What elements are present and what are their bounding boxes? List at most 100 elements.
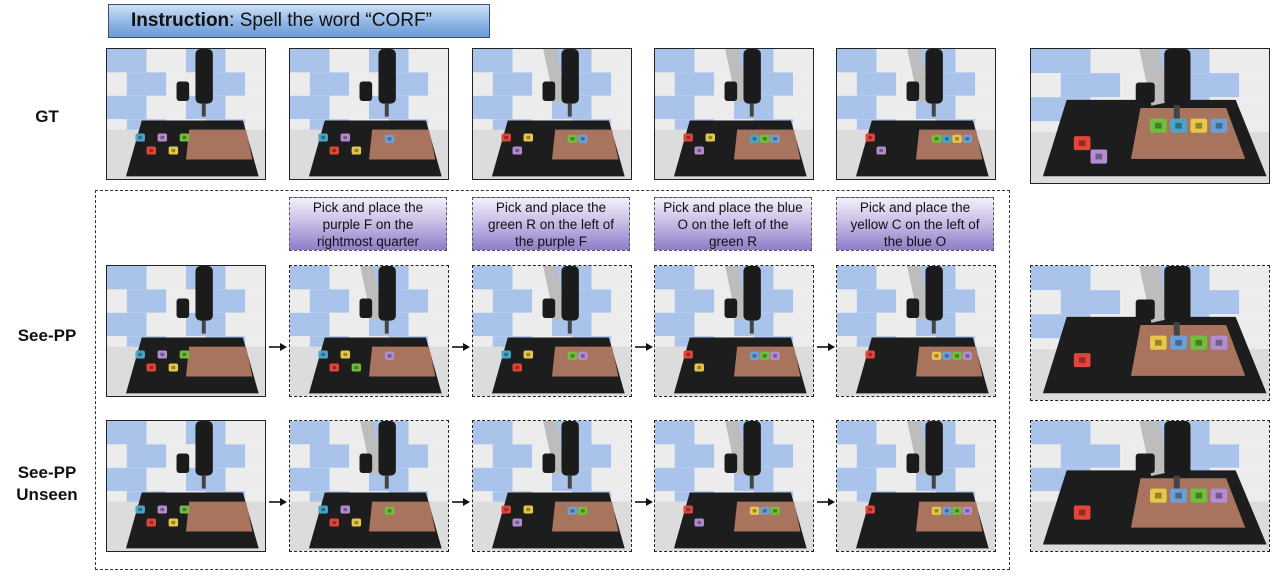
placed-letter [1190, 335, 1208, 350]
table-letter [318, 505, 328, 514]
placed-letter [952, 506, 962, 515]
board [734, 501, 801, 532]
board [916, 346, 983, 377]
placed-letter [760, 506, 770, 515]
table-letter [865, 505, 875, 514]
scene-panel-row2-step0 [106, 265, 266, 397]
table-letter [351, 146, 362, 155]
placed-letter [1190, 118, 1208, 133]
final-panel-see-pp [1030, 265, 1270, 401]
placed-letter [567, 134, 578, 143]
robot-arm [195, 266, 213, 321]
placed-letter [384, 506, 395, 515]
table-letter [876, 146, 886, 155]
table-letter [683, 350, 693, 359]
placed-letter [1170, 335, 1187, 350]
placed-letter [770, 506, 780, 515]
table-letter [168, 518, 179, 527]
placed-letter [952, 134, 962, 143]
scene-render [1031, 421, 1269, 551]
scene-panel-row3-step2 [472, 420, 632, 552]
row-label-line: Unseen [16, 485, 78, 504]
row-label-line: See-PP [17, 326, 77, 345]
scene-render [107, 49, 265, 179]
right-arrow-icon [452, 497, 470, 507]
scene-render [837, 421, 995, 551]
table-letter [179, 133, 190, 142]
robot-arm [743, 266, 761, 321]
table-letter [179, 505, 190, 514]
robot-arm [195, 421, 213, 476]
placed-letter [567, 506, 578, 515]
row-label-see-pp-unseen: See-PP Unseen [2, 462, 92, 506]
right-arrow-icon [269, 342, 287, 352]
step-caption-1: Pick and place the purple F on the right… [289, 197, 447, 251]
scene-render [473, 49, 631, 179]
table-letter [683, 505, 693, 514]
placed-letter [578, 351, 588, 360]
placed-letter [931, 506, 942, 515]
table-letter [1073, 136, 1091, 151]
table-letter [135, 350, 145, 359]
scene-render [1031, 49, 1269, 183]
board [1130, 107, 1246, 159]
table-letter [318, 133, 328, 142]
robot-arm [1164, 49, 1191, 106]
board [1130, 324, 1246, 376]
table-letter [329, 146, 339, 155]
table-letter [865, 133, 875, 142]
right-arrow-icon [452, 342, 470, 352]
scene-panel-row1-step3 [654, 48, 814, 180]
scene-panel-row3-step4 [836, 420, 996, 552]
placed-letter [749, 134, 760, 143]
table-letter [179, 350, 190, 359]
row-label-see-pp: See-PP [2, 325, 92, 347]
robot-arm [378, 49, 396, 104]
scene-panel-row3-step0 [106, 420, 266, 552]
scene-render [290, 421, 448, 551]
robot-arm [743, 421, 761, 476]
row-label-line: See-PP [17, 463, 77, 482]
right-arrow-icon [817, 497, 835, 507]
table-letter [512, 518, 522, 527]
board [1130, 478, 1246, 528]
table-letter [135, 133, 145, 142]
placed-letter [1150, 488, 1167, 503]
placed-letter [931, 134, 942, 143]
placed-letter [1170, 118, 1187, 133]
board [734, 346, 801, 377]
placed-letter [760, 134, 770, 143]
table-letter [351, 518, 362, 527]
robot-arm [1164, 266, 1191, 323]
placed-letter [962, 506, 973, 515]
model-output-region [95, 190, 1010, 570]
table-letter [351, 363, 362, 372]
table-letter [523, 350, 534, 359]
board [734, 129, 801, 160]
table-letter [168, 363, 179, 372]
table-letter [865, 350, 875, 359]
robot-arm [925, 421, 943, 476]
placed-letter [942, 134, 952, 143]
robot-arm [1164, 421, 1191, 476]
robot-arm [378, 266, 396, 321]
placed-letter [962, 351, 973, 360]
robot-arm [925, 49, 943, 104]
board [369, 129, 436, 160]
table-letter [501, 505, 511, 514]
placed-letter [1210, 335, 1228, 350]
table-letter [1073, 505, 1091, 520]
placed-letter [749, 506, 760, 515]
step-caption-3: Pick and place the blue O on the left of… [654, 197, 812, 251]
board [916, 501, 983, 532]
board [186, 346, 253, 377]
board [552, 346, 619, 377]
table-letter [340, 133, 351, 142]
robot-arm [561, 421, 579, 476]
robot-arm [561, 266, 579, 321]
table-letter [146, 146, 156, 155]
scene-render [655, 49, 813, 179]
step-caption-text: Pick and place the green R on the left o… [487, 199, 615, 249]
robot-arm [925, 266, 943, 321]
